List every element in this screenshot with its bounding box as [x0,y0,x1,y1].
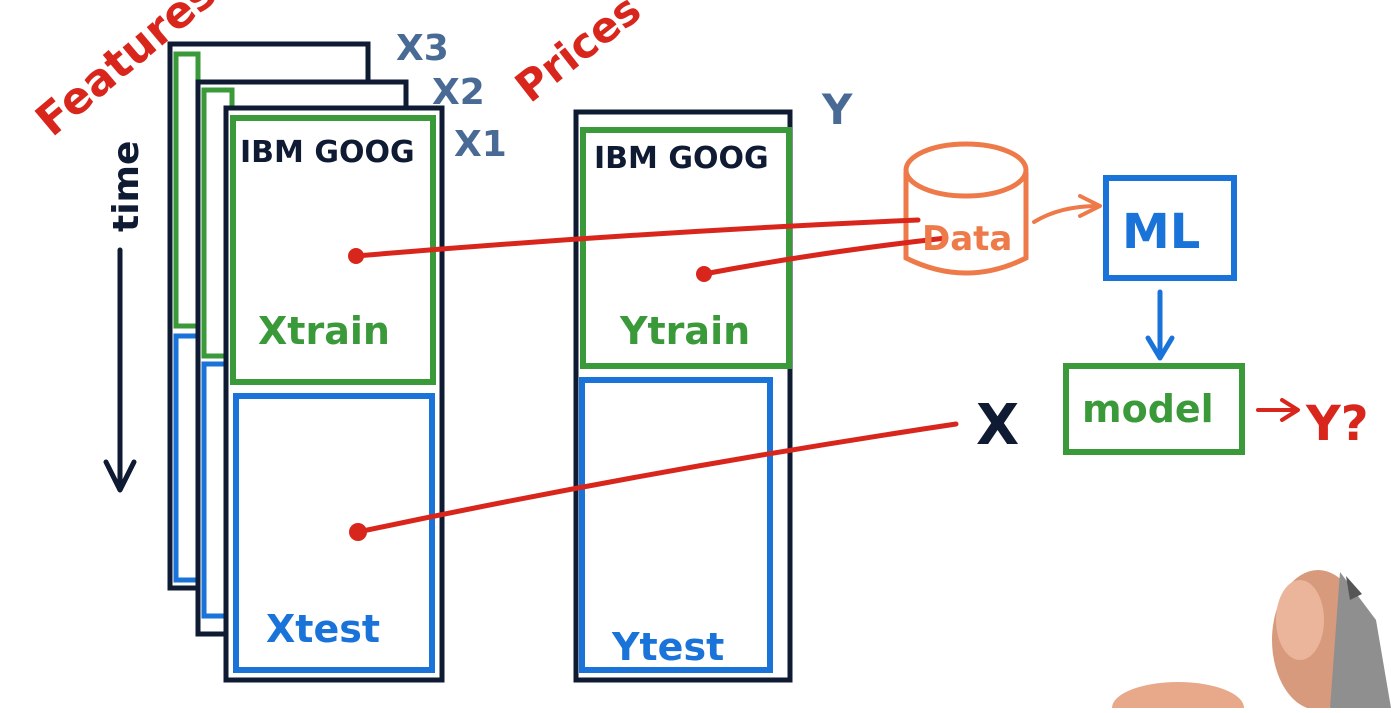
time-label: time [106,141,147,232]
x1-sheet [223,105,445,683]
features-tickers: IBM GOOG [240,135,415,170]
model-label: model [1082,387,1214,431]
data-cylinder [903,141,1029,276]
ml-to-model-arrow [1145,289,1175,361]
data-label: Data [922,219,1012,259]
model-box [1063,363,1245,455]
y-label: Y [821,85,853,134]
prices-tickers: IBM GOOG [594,141,769,176]
xtest-label: Xtest [266,607,380,651]
ytrain-to-data-line [696,235,949,282]
hand-with-pen [1112,570,1391,713]
ml-label: ML [1122,204,1200,260]
xtrain-to-data-line [348,217,921,264]
y-output-label: Y? [1305,396,1369,452]
ml-box [1103,175,1237,281]
ytest-label: Ytest [611,625,724,669]
features-stack [167,41,445,683]
x3-label: X3 [396,28,449,69]
prices-column [573,109,793,683]
prices-label: Prices [506,0,650,112]
xtest-to-x-line [349,421,959,541]
ytrain-label: Ytrain [619,309,750,353]
x2-label: X2 [432,72,485,113]
x-input-label: X [976,393,1019,458]
data-to-ml-arrow [1032,194,1102,224]
time-arrow [103,247,137,493]
xtrain-label: Xtrain [258,309,390,353]
x1-label: X1 [454,124,507,165]
model-to-y-arrow [1256,398,1300,422]
